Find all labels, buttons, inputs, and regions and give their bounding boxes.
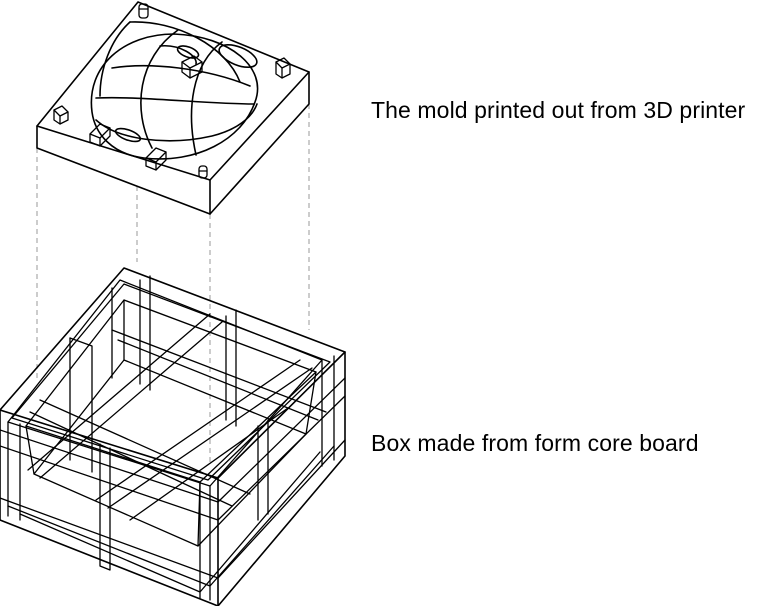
tab-top [181, 55, 203, 79]
box-partitions [69, 275, 269, 571]
tab-front [145, 147, 167, 171]
box-cross-members [27, 313, 327, 521]
pin-left [53, 105, 69, 125]
alignment-guides [36, 104, 310, 462]
box-label: Box made from form core board [371, 430, 699, 456]
box-top-rims [7, 279, 331, 487]
mold-label: The mold printed out from 3D printer [371, 97, 746, 123]
mold-pins [53, 3, 291, 179]
pin-right [275, 57, 291, 79]
mold-cavity [90, 21, 259, 160]
foam-core-box [0, 267, 346, 606]
tab-left [89, 123, 111, 147]
box-layer-lines [0, 355, 346, 601]
pin-back [138, 3, 149, 19]
mold-slab [36, 1, 310, 215]
pin-front [198, 165, 208, 179]
mold-3d-printed [36, 1, 310, 215]
